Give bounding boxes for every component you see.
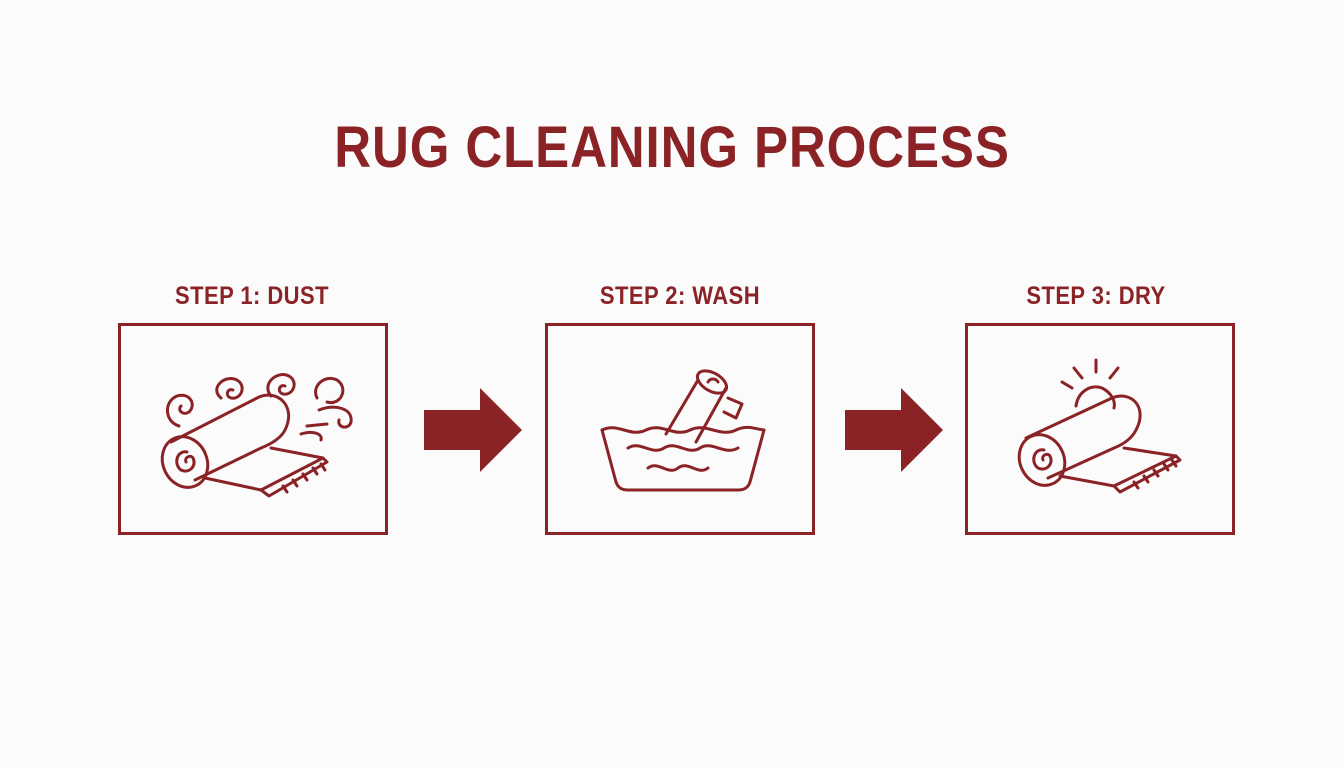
step-3-label: STEP 3: DRY: [1026, 282, 1166, 310]
arrow-right-icon: [845, 388, 943, 472]
rolled-rug-dust-icon: [160, 373, 353, 498]
step-2-card: [545, 323, 815, 535]
step-1-card: [118, 323, 388, 535]
step-1-label: STEP 1: DUST: [174, 282, 330, 310]
arrow-right-icon: [424, 388, 522, 472]
page-title: RUG CLEANING PROCESS: [334, 115, 1010, 180]
step-3-card: [965, 323, 1235, 535]
rolled-rug-sun-icon: [1017, 358, 1182, 494]
rug-in-water-basin-icon: [600, 369, 766, 492]
step-2-label: STEP 2: WASH: [599, 282, 761, 310]
